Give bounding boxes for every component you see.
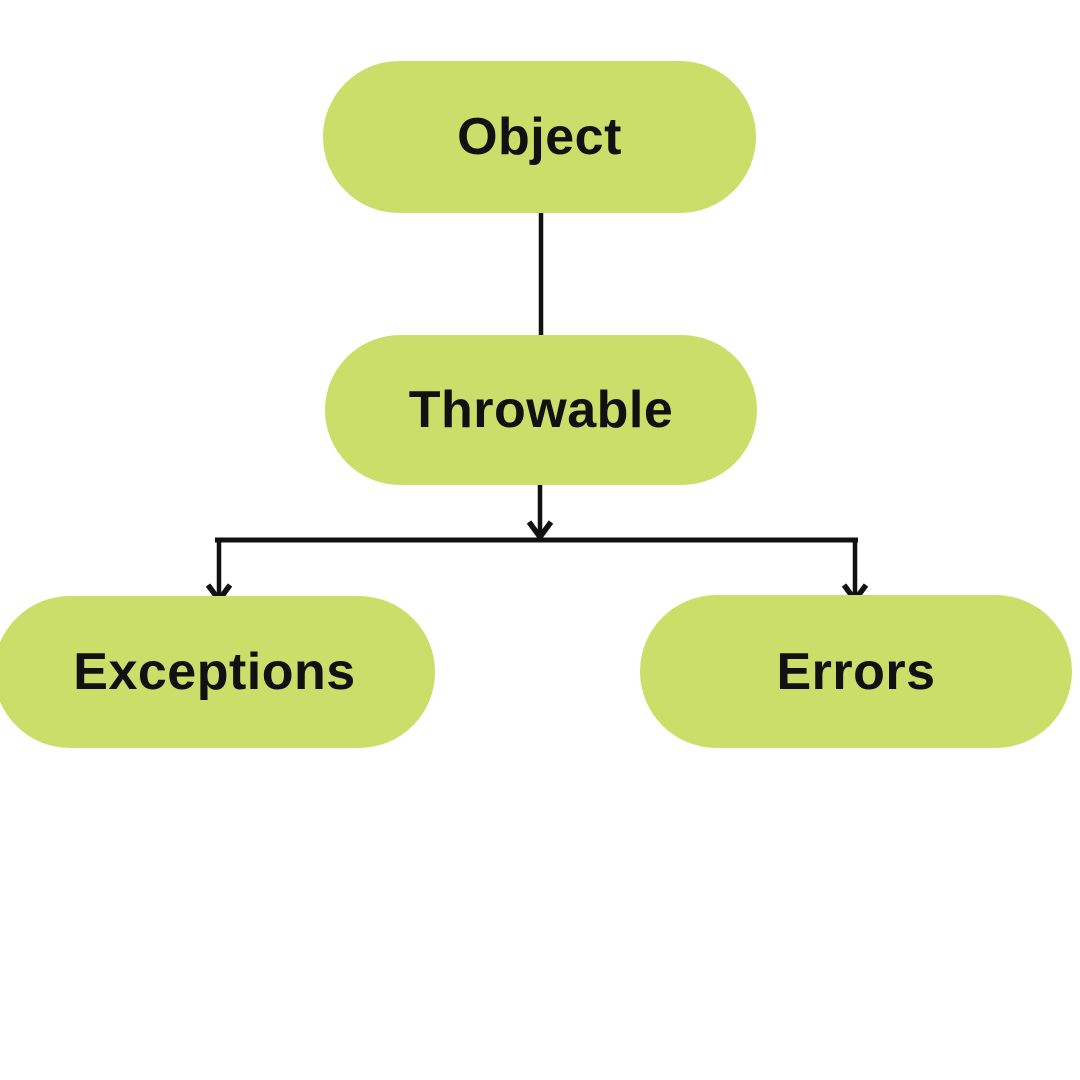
- node-exceptions: Exceptions: [0, 596, 435, 748]
- node-object-label: Object: [457, 108, 622, 166]
- node-throwable: Throwable: [325, 335, 757, 485]
- node-throwable-label: Throwable: [408, 381, 674, 439]
- node-object: Object: [323, 61, 756, 213]
- node-exceptions-label: Exceptions: [73, 643, 356, 701]
- edge-throwable-errors: [841, 540, 869, 605]
- edge-throwable-exceptions: [205, 540, 233, 605]
- edge-throwable-trunk: [215, 483, 858, 543]
- node-errors: Errors: [640, 595, 1072, 748]
- node-errors-label: Errors: [776, 642, 936, 701]
